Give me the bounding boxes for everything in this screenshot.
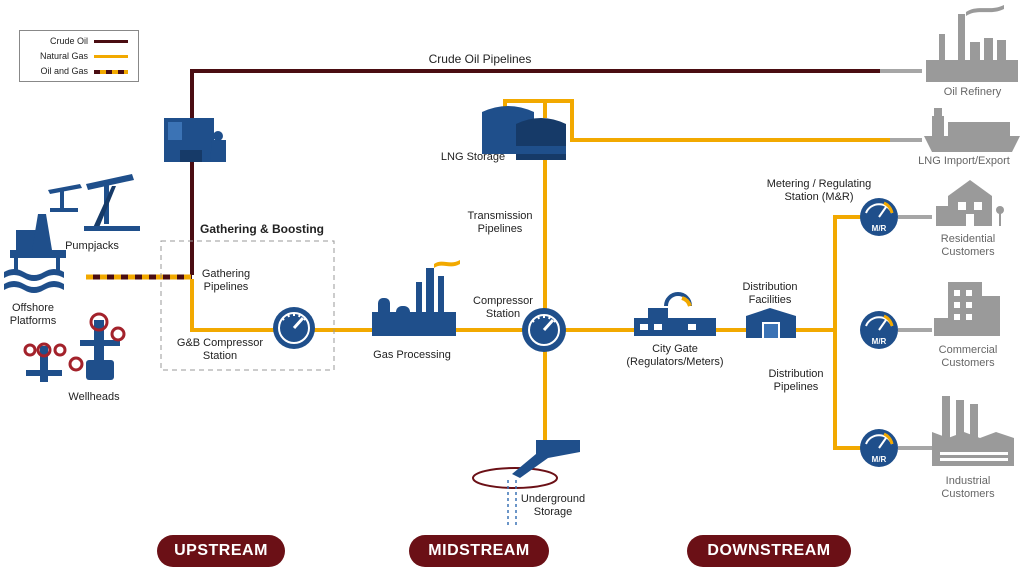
legend-natural-gas-swatch <box>94 55 128 58</box>
distribution-pipelines-label-line1: Distribution <box>768 368 824 380</box>
gathering-pipelines-label-line1: Gathering <box>201 268 251 280</box>
compressor-station-label-line2: Station <box>485 308 521 320</box>
lng-storage-tanks-icon <box>482 106 566 160</box>
wellheads-icon <box>23 312 126 382</box>
commercial-building-icon <box>934 282 1000 336</box>
commercial-label-line2: Customers <box>941 357 995 369</box>
industrial-factory-icon <box>932 396 1014 466</box>
gb-compressor-label-line1: G&B Compressor <box>176 337 264 349</box>
residential-label-line1: Residential <box>940 233 996 245</box>
gas-processing-icon <box>372 260 460 336</box>
transmission-pipelines-label-line1: Transmission <box>467 210 533 222</box>
industrial-label-line2: Customers <box>941 488 995 500</box>
underground-storage-label-line1: Underground <box>520 493 586 505</box>
compressor-station-label-line1: Compressor <box>473 295 533 307</box>
upstream-pill: UPSTREAM <box>157 535 285 567</box>
gb-compressor-label-line2: Station <box>202 350 238 362</box>
compressor-station-gauge-icon <box>522 308 566 352</box>
downstream-pill: DOWNSTREAM <box>687 535 851 567</box>
city-gate-label-line2: (Regulators/Meters) <box>626 356 724 368</box>
mr-badge-commercial: M/R <box>871 337 887 346</box>
distribution-facilities-label-line2: Facilities <box>748 294 792 306</box>
oil-refinery-label: Oil Refinery <box>943 86 1002 98</box>
gb-compressor-gauge-icon <box>273 307 315 349</box>
offshore-platform-icon <box>4 214 66 293</box>
lng-loop <box>503 99 920 142</box>
lng-import-export-label: LNG Import/Export <box>918 155 1010 167</box>
mr-gauge-industrial-icon <box>860 429 898 467</box>
industrial-label-line1: Industrial <box>945 475 991 487</box>
mr-station-label-line1: Metering / Regulating <box>766 178 872 190</box>
mr-station-label-line2: Station (M&R) <box>784 191 854 203</box>
legend-natural-gas: Natural Gas <box>20 49 138 63</box>
legend-crude-oil-label: Crude Oil <box>49 36 88 46</box>
mr-badge-industrial: M/R <box>871 455 887 464</box>
legend-natural-gas-label: Natural Gas <box>39 51 88 61</box>
residential-label-line2: Customers <box>941 246 995 258</box>
midstream-pill: MIDSTREAM <box>409 535 549 567</box>
legend: Crude Oil Natural Gas Oil and Gas <box>19 30 139 82</box>
offshore-label-line2: Platforms <box>9 315 57 327</box>
underground-storage-label-line2: Storage <box>533 506 573 518</box>
legend-oil-and-gas-label: Oil and Gas <box>40 66 88 76</box>
legend-oil-and-gas-swatch <box>94 70 128 74</box>
legend-oil-and-gas: Oil and Gas <box>20 64 138 78</box>
residential-house-icon <box>936 180 1004 226</box>
wellheads-label: Wellheads <box>68 391 120 403</box>
transmission-pipelines-label-line2: Pipelines <box>477 223 523 235</box>
city-gate-label-line1: City Gate <box>652 343 698 355</box>
gathering-pipelines-label-line2: Pipelines <box>203 281 249 293</box>
crude-oil-pipeline <box>190 69 880 275</box>
mr-gauge-residential-icon <box>860 198 898 236</box>
legend-crude-oil-swatch <box>94 40 128 43</box>
oil-refinery-icon <box>926 5 1018 82</box>
mr-gauge-commercial-icon <box>860 311 898 349</box>
pumpjacks-label: Pumpjacks <box>65 240 119 252</box>
distribution-pipelines-label-line2: Pipelines <box>773 381 819 393</box>
gas-processing-label: Gas Processing <box>373 349 451 361</box>
pumpjacks-icon <box>48 174 140 231</box>
crude-oil-pipelines-label: Crude Oil Pipelines <box>428 52 532 66</box>
commercial-label-line1: Commercial <box>938 344 998 356</box>
legend-crude-oil: Crude Oil <box>20 34 138 48</box>
lng-ship-icon <box>924 108 1020 152</box>
crude-oil-tank-icon <box>164 118 226 162</box>
city-gate-icon <box>634 292 716 336</box>
lng-storage-label: LNG Storage <box>440 151 506 163</box>
mr-badge-residential: M/R <box>871 224 887 233</box>
gathering-boosting-box <box>160 240 335 371</box>
gathering-boosting-label: Gathering & Boosting <box>200 222 324 236</box>
distribution-facilities-label-line1: Distribution <box>742 281 798 293</box>
underground-storage-icon <box>472 440 580 526</box>
offshore-label-line1: Offshore <box>12 302 54 314</box>
distribution-facility-icon <box>746 308 796 338</box>
